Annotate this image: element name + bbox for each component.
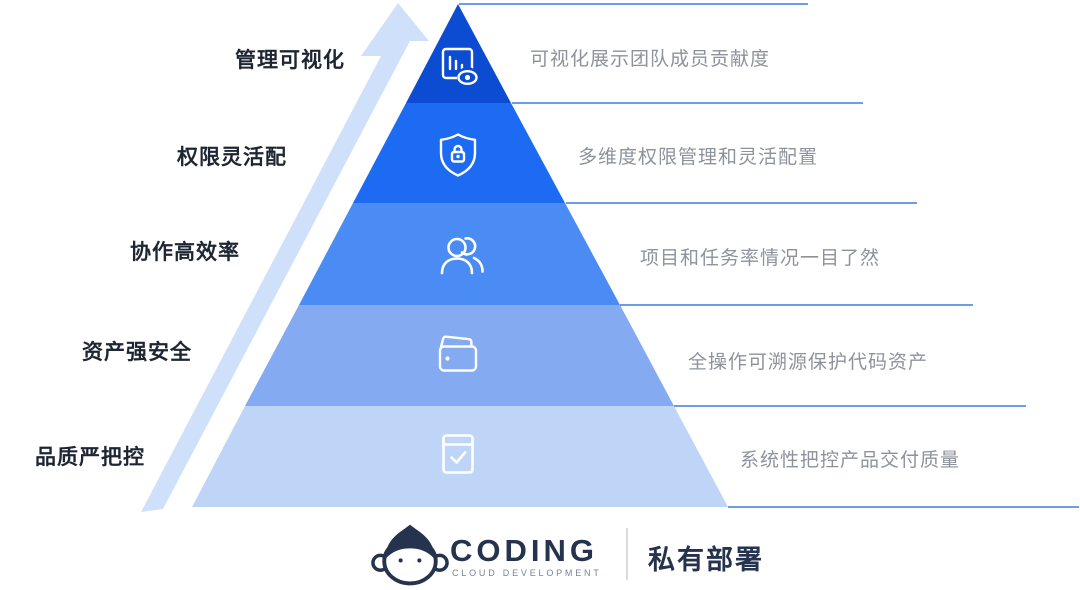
- tier-description-3: 项目和任务率情况一目了然: [640, 248, 881, 269]
- check-card-icon: [434, 430, 482, 478]
- brand-wordmark: CODING: [450, 533, 598, 568]
- tier-label-3: 协作高效率: [130, 241, 240, 264]
- tier-label-1: 管理可视化: [235, 49, 345, 72]
- wallet-icon: [433, 330, 483, 380]
- deployment-tagline: 私有部署: [648, 545, 764, 575]
- pyramid-tier-1: [406, 4, 511, 103]
- tier-label-4: 资产强安全: [82, 341, 192, 364]
- tier-label-2: 权限灵活配: [177, 146, 287, 169]
- brand-subtitle: CLOUD DEVELOPMENT: [452, 568, 602, 578]
- coding-monkey-logo-icon: [371, 522, 449, 588]
- tier-description-1: 可视化展示团队成员贡献度: [530, 49, 771, 70]
- footer-divider: [626, 528, 628, 580]
- tier-label-5: 品质严把控: [35, 446, 145, 469]
- tier-description-2: 多维度权限管理和灵活配置: [578, 147, 819, 168]
- report-visibility-icon: [434, 42, 482, 90]
- pyramid-tier-4: [245, 305, 674, 406]
- shield-lock-icon: [431, 128, 485, 182]
- team-icon: [431, 226, 489, 284]
- pyramid-tier-3: [299, 203, 620, 305]
- tier-description-4: 全操作可溯源保护代码资产: [688, 352, 929, 373]
- growth-arrow-icon: [141, 3, 429, 512]
- tier-description-5: 系统性把控产品交付质量: [740, 450, 961, 471]
